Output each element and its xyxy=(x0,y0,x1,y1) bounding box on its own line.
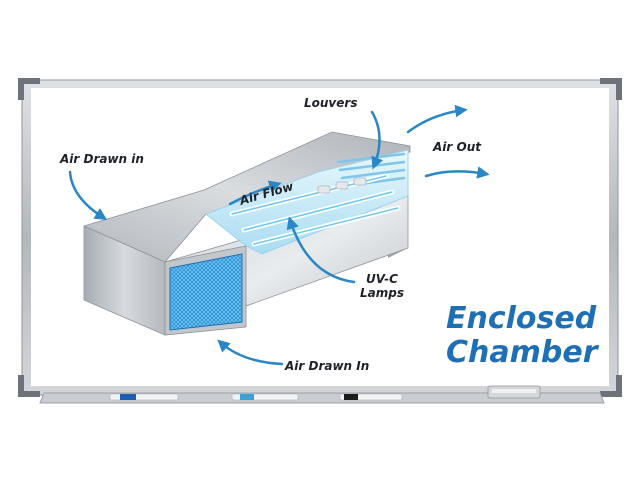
marker-blue-icon xyxy=(231,393,299,401)
chamber-top-lid xyxy=(82,131,411,263)
uv-c-label-line1: UV-C xyxy=(366,272,398,286)
marker-blue-icon xyxy=(109,393,179,401)
air-in-top-arrow xyxy=(68,170,108,220)
uv-c-lamps xyxy=(229,173,401,247)
louvers-arrow xyxy=(370,110,384,170)
air-flow-arrow xyxy=(228,180,282,206)
airflow-arrows xyxy=(68,104,490,366)
air-out-arrow-upper xyxy=(406,104,468,134)
air-drawn-in-top-label: Air Drawn in xyxy=(60,152,144,166)
air-filter-mesh xyxy=(169,253,243,331)
marker-black-icon xyxy=(339,393,403,401)
frame-corner-icon xyxy=(18,78,622,397)
uv-lamps-arrow xyxy=(286,216,356,284)
louvers-label: Louvers xyxy=(304,96,358,110)
air-drawn-in-bottom-label: Air Drawn In xyxy=(285,359,370,373)
title-enclosed: Enclosed xyxy=(446,301,597,336)
uv-c-label-line2: Lamps xyxy=(360,286,404,300)
title-chamber: Chamber xyxy=(446,335,598,370)
enclosed-chamber-drawing xyxy=(82,131,411,336)
air-out-arrow-lower xyxy=(424,166,490,179)
air-out-label: Air Out xyxy=(433,140,481,154)
marker-tray xyxy=(39,392,605,404)
air-in-bottom-arrow xyxy=(217,339,284,366)
eraser-icon xyxy=(487,385,541,399)
uv-c-lamps-label: UV-C Lamps xyxy=(358,272,406,300)
